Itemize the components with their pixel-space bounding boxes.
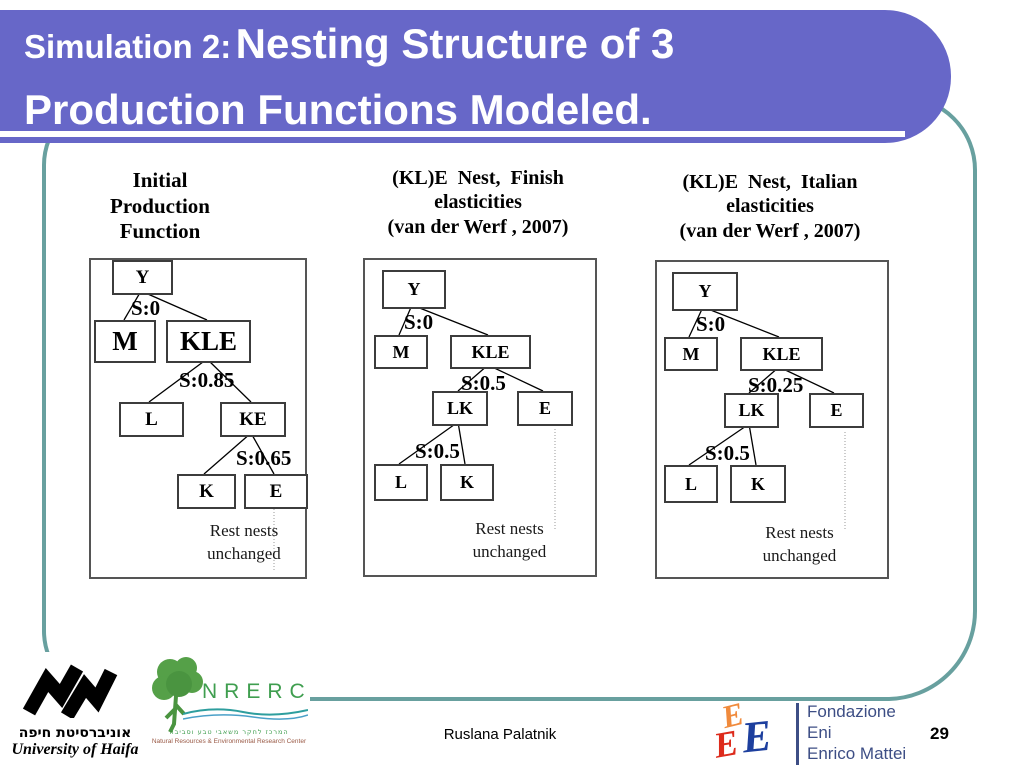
sigma-label-bottom: S:0.5 bbox=[415, 439, 460, 463]
nrerc-tree-icon bbox=[152, 657, 203, 733]
node-kle: KLE bbox=[166, 320, 251, 363]
feem-e-blue-icon: E bbox=[739, 710, 774, 763]
haifa-zigzag-icon bbox=[22, 664, 118, 720]
nrerc-waves-icon bbox=[183, 708, 308, 720]
nrerc-logo: NRERC המרכז לחקר משאבי טבע וסביבה Natura… bbox=[148, 652, 310, 754]
haifa-hebrew-name: אוניברסיטת חיפה bbox=[18, 725, 132, 741]
rest-nests-note: Rest nests unchanged bbox=[472, 519, 547, 561]
node-m: M bbox=[664, 337, 718, 371]
panel3-heading: (KL)E Nest, Italian elasticities (van de… bbox=[679, 171, 861, 242]
node-lk: LK bbox=[432, 391, 488, 426]
sigma-label-top: S:0 bbox=[696, 312, 726, 336]
title-line-1: Simulation 2: Nesting Structure of 3 bbox=[24, 16, 924, 82]
node-l: L bbox=[374, 464, 428, 501]
sigma-label-mid: S:0.85 bbox=[179, 368, 235, 392]
slide-title: Simulation 2: Nesting Structure of 3 Pro… bbox=[24, 16, 924, 138]
sigma-label-mid: S:0.5 bbox=[461, 371, 506, 395]
node-l: L bbox=[119, 402, 184, 437]
sigma-label-top: S:0 bbox=[131, 296, 161, 320]
node-k: K bbox=[730, 465, 786, 503]
feem-name-line3: Enrico Mattei bbox=[807, 744, 907, 763]
feem-separator bbox=[796, 703, 799, 765]
node-y: Y bbox=[112, 260, 173, 295]
sigma-label-bottom: S:0.5 bbox=[705, 441, 750, 465]
node-ke: KE bbox=[220, 402, 286, 437]
rest-nests-note: Rest nests unchanged bbox=[762, 523, 837, 565]
footer-author: Ruslana Palatnik bbox=[443, 726, 557, 743]
feem-name: Fondazione Eni Enrico Mattei bbox=[807, 701, 906, 764]
panel-kle-nest-finish: Y S:0 M KLE S:0.5 LK E S:0.5 L K Rest ne… bbox=[363, 258, 597, 577]
title-underline bbox=[0, 131, 905, 137]
node-k: K bbox=[440, 464, 494, 501]
sigma-label-bottom: S:0.65 bbox=[236, 446, 292, 470]
panel1-heading: Initial Production Function bbox=[110, 168, 210, 244]
node-e: E bbox=[809, 393, 864, 428]
tree-connectors bbox=[398, 304, 556, 529]
sigma-label-mid: S:0.25 bbox=[748, 373, 804, 397]
haifa-english-name: University of Haifa bbox=[11, 741, 139, 758]
nrerc-hebrew-name: המרכז לחקר משאבי טבע וסביבה bbox=[169, 728, 289, 736]
panel-initial-production-function: Y S:0 M KLE S:0.85 L KE S:0.65 K E Rest … bbox=[89, 258, 308, 579]
university-of-haifa-logo: אוניברסיטת חיפה University of Haifa bbox=[2, 652, 148, 768]
feem-logo: E E E Fondazione Eni Enrico Mattei bbox=[711, 695, 922, 767]
node-lk: LK bbox=[724, 393, 779, 428]
title-banner: Simulation 2: Nesting Structure of 3 Pro… bbox=[0, 10, 951, 143]
tree-connectors bbox=[123, 290, 275, 572]
node-m: M bbox=[374, 335, 428, 369]
title-main-part1: Nesting Structure of 3 bbox=[235, 20, 675, 67]
nrerc-acronym: NRERC bbox=[202, 680, 312, 703]
node-e: E bbox=[244, 474, 308, 509]
node-kle: KLE bbox=[450, 335, 531, 369]
nrerc-english-name: Natural Resources & Environmental Resear… bbox=[151, 738, 307, 745]
title-prefix: Simulation 2: bbox=[24, 28, 232, 65]
node-e: E bbox=[517, 391, 573, 426]
feem-name-line2: Eni bbox=[807, 723, 832, 742]
sigma-label-top: S:0 bbox=[404, 310, 434, 334]
panel-kle-nest-italian: Y S:0 M KLE S:0.25 LK E S:0.5 L K Rest n… bbox=[655, 260, 889, 579]
node-y: Y bbox=[382, 270, 446, 309]
node-k: K bbox=[177, 474, 236, 509]
node-y: Y bbox=[672, 272, 738, 311]
title-main-part2: Production Functions Modeled. bbox=[24, 86, 652, 133]
tree-connectors bbox=[688, 306, 846, 529]
feem-name-line1: Fondazione bbox=[807, 702, 896, 721]
rest-nests-note: Rest nests unchanged bbox=[207, 521, 281, 563]
page-number: 29 bbox=[930, 724, 949, 743]
node-kle: KLE bbox=[740, 337, 823, 371]
panel2-heading: (KL)E Nest, Finish elasticities (van der… bbox=[387, 167, 569, 238]
node-m: M bbox=[94, 320, 156, 363]
node-l: L bbox=[664, 465, 718, 503]
